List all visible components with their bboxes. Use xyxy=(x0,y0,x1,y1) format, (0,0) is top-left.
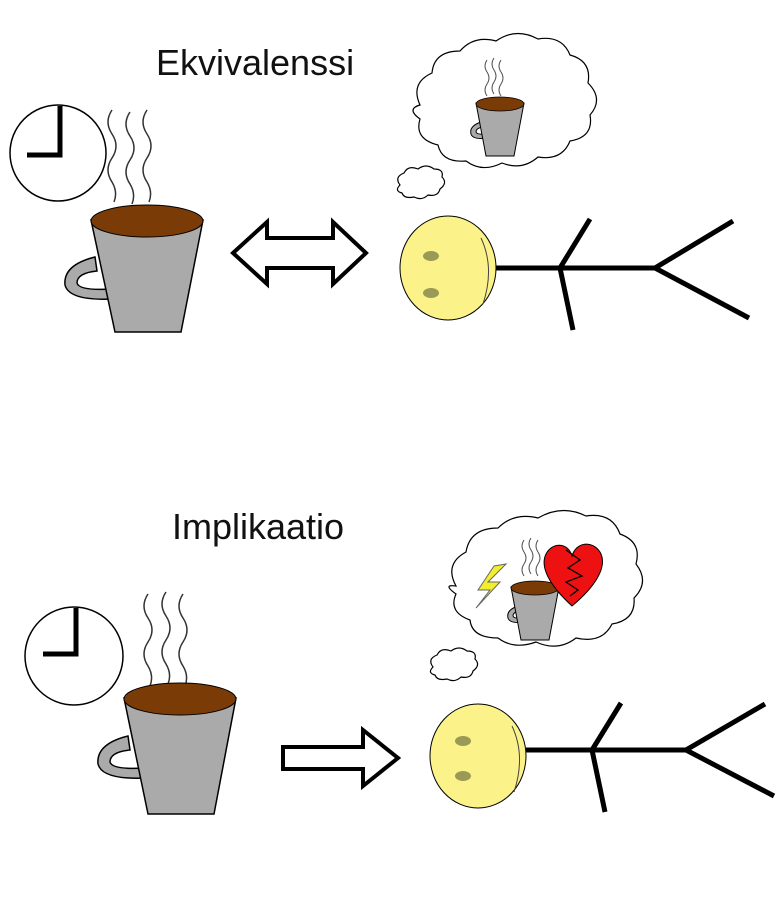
equivalence-illustration xyxy=(9,32,751,333)
panel-title-implication: Implikaatio xyxy=(172,506,345,547)
stick-figure-icon xyxy=(496,217,751,331)
thought-bubble-icon xyxy=(448,509,644,647)
coffee-cup-icon xyxy=(64,204,204,333)
double-arrow-icon xyxy=(230,217,369,289)
implication-illustration xyxy=(24,509,776,815)
clock-icon xyxy=(9,104,107,202)
thought-bubble-icon xyxy=(412,32,598,169)
face-icon xyxy=(429,703,527,809)
coffee-cup-icon xyxy=(97,682,237,815)
implication-panel: Implikaatio xyxy=(0,456,776,913)
thought-puff-small xyxy=(429,647,479,682)
stick-figure-icon xyxy=(526,701,776,813)
steam-icon xyxy=(107,109,152,205)
panel-title-equivalence: Ekvivalenssi xyxy=(156,42,355,83)
steam-icon xyxy=(143,591,188,687)
clock-icon xyxy=(24,606,124,706)
broken-heart-icon xyxy=(543,543,603,607)
face-icon xyxy=(399,215,497,321)
equivalence-panel: Ekvivalenssi xyxy=(0,0,776,456)
thought-puff-small xyxy=(396,165,446,200)
arrow-right-icon xyxy=(281,725,402,791)
lightning-icon xyxy=(475,563,508,609)
